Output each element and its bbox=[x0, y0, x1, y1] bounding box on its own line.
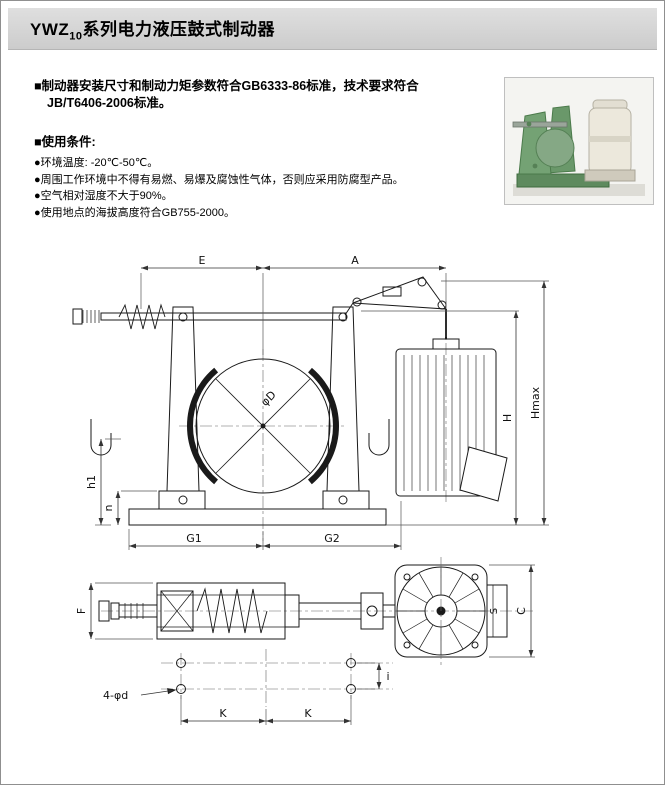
dim-label-K: K bbox=[219, 707, 227, 720]
page-title: YWZ10系列电力液压鼓式制动器 bbox=[30, 15, 275, 42]
title-suffix: 系列电力液压鼓式制动器 bbox=[82, 19, 276, 39]
pivot-pin bbox=[178, 312, 188, 322]
conditions-heading: ■使用条件: bbox=[34, 135, 96, 149]
dim-label-H: H bbox=[501, 414, 514, 422]
release-lever bbox=[352, 276, 448, 310]
mounting-hole bbox=[346, 658, 356, 668]
spring-rod-photo bbox=[512, 121, 568, 128]
guide-block bbox=[160, 590, 194, 632]
title-prefix: YWZ bbox=[30, 19, 70, 39]
fork bbox=[360, 592, 384, 630]
bolt-detail bbox=[526, 121, 532, 127]
bolt-detail bbox=[532, 163, 538, 169]
adjusting-nut bbox=[72, 308, 83, 325]
brake-drum-photo bbox=[535, 128, 575, 168]
brake-shoes bbox=[187, 350, 339, 502]
rod-nut bbox=[98, 600, 110, 622]
thruster-body bbox=[395, 348, 497, 497]
mounting-hole bbox=[176, 684, 186, 694]
hook-bracket-right bbox=[368, 419, 390, 456]
pivot-pin bbox=[338, 495, 348, 505]
standards-paragraph: ■制动器安装尺寸和制动力矩参数符合GB6333-86标准，技术要求符合 JB/T… bbox=[34, 78, 496, 112]
dim-label-S: S bbox=[489, 608, 500, 614]
standards-line-1: ■制动器安装尺寸和制动力矩参数符合GB6333-86标准，技术要求符合 bbox=[34, 79, 419, 93]
brake-drum bbox=[195, 358, 331, 494]
usage-conditions: ■使用条件: ●环境温度: -20℃-50℃。 ●周围工作环境中不得有易燃、易爆… bbox=[34, 131, 496, 221]
dimension-layer: E A H Hmax h1 nG1 G2F C K Ki bbox=[75, 254, 549, 725]
lever-pin bbox=[437, 300, 447, 310]
pivot-pin bbox=[178, 495, 188, 505]
base-plate bbox=[128, 508, 387, 526]
tie-rod bbox=[100, 312, 347, 321]
mounting-hole bbox=[176, 658, 186, 668]
dim-label-i: i bbox=[386, 670, 389, 683]
list-item: ●使用地点的海拔高度符合GB755-2000。 bbox=[34, 206, 236, 219]
thruster-flange-photo bbox=[584, 169, 636, 182]
leader-arrow bbox=[167, 688, 177, 695]
dim-label-h1: h1 bbox=[85, 475, 98, 489]
product-photo-illustration bbox=[505, 78, 653, 204]
dim-label-n: n bbox=[102, 504, 115, 511]
lever-pin bbox=[352, 297, 362, 307]
dim-label-G2: G2 bbox=[324, 532, 340, 545]
drum-center bbox=[260, 423, 266, 429]
thruster-band-photo bbox=[589, 136, 631, 142]
pedestal-right bbox=[322, 490, 370, 510]
mounting-flange bbox=[486, 584, 508, 638]
list-item: ●空气相对湿度不大于90%。 bbox=[34, 190, 173, 202]
dim-label-E: E bbox=[199, 254, 206, 267]
dim-label-F: F bbox=[75, 608, 88, 614]
pivot-pin bbox=[338, 312, 348, 322]
fork-pin bbox=[366, 605, 378, 617]
dim-label-Hmax: Hmax bbox=[529, 386, 542, 419]
list-item: ●环境温度: -20℃-50℃。 bbox=[34, 157, 159, 169]
dim-label-holes: 4-φd bbox=[103, 689, 128, 702]
pedestal-left bbox=[158, 490, 206, 510]
yoke bbox=[284, 594, 300, 628]
product-photo bbox=[504, 77, 654, 205]
dim-label-phiD: φD bbox=[258, 388, 278, 408]
adjusting-block bbox=[382, 286, 402, 297]
dimension-drawing: φD S 4-φd E A H Hmax h1 nG1 G2F C K Ki bbox=[72, 254, 549, 725]
conditions-list: ●环境温度: -20℃-50℃。 ●周围工作环境中不得有易燃、易爆及腐蚀性气体，… bbox=[34, 155, 496, 221]
front-view bbox=[72, 276, 508, 541]
dim-label-C: C bbox=[515, 607, 528, 615]
page-title-bar: YWZ10系列电力液压鼓式制动器 bbox=[8, 8, 657, 50]
brake-spring bbox=[118, 303, 166, 330]
terminal-box bbox=[459, 446, 508, 502]
dim-label-G1: G1 bbox=[186, 532, 202, 545]
standards-line-2: JB/T6406-2006标准。 bbox=[47, 96, 172, 110]
lever-link bbox=[344, 302, 354, 316]
list-item: ●周围工作环境中不得有易燃、易爆及腐蚀性气体，否则应采用防腐型产品。 bbox=[34, 173, 404, 186]
dim-label-K: K bbox=[304, 707, 312, 720]
lever-pin bbox=[417, 277, 427, 287]
mounting-hole bbox=[346, 684, 356, 694]
dim-label-A: A bbox=[351, 254, 359, 267]
title-subscript: 10 bbox=[69, 30, 83, 43]
plan-view bbox=[98, 557, 533, 707]
plan-spring bbox=[196, 587, 268, 634]
